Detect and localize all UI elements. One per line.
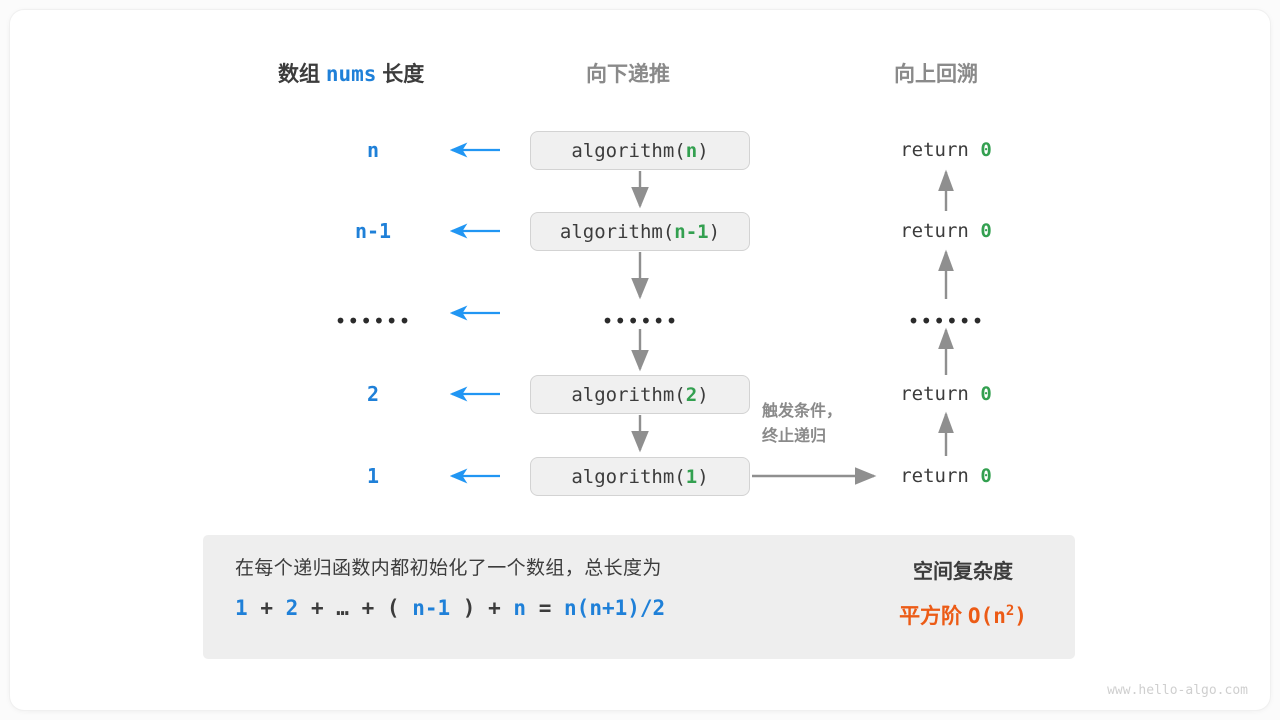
- summary-text-block: 在每个递归函数内都初始化了一个数组，总长度为 1 + 2 + … + ( n-1…: [235, 553, 815, 620]
- summary-complexity-notation: O(n2): [967, 603, 1027, 628]
- formula-token-2: 2: [285, 596, 299, 620]
- algorithm-box-row4-prefix: algorithm(: [571, 383, 686, 406]
- algorithm-box-row4-arg: 2: [685, 383, 698, 406]
- complexity-exponent: 2: [1005, 603, 1015, 619]
- summary-right-block: 空间复杂度 平方阶 O(n2): [863, 555, 1063, 630]
- return-label-row2-value: 0: [980, 220, 992, 242]
- algorithm-box-row4-suffix: ): [697, 383, 709, 406]
- return-label-row1-text: return: [900, 139, 969, 161]
- return-label-row1-value: 0: [980, 139, 992, 161]
- formula-token-11: =: [538, 596, 552, 620]
- algorithm-box-row2-arg: n-1: [674, 220, 709, 243]
- trigger-note-line2: 终止递归: [762, 427, 827, 445]
- header-left-mono: nums: [325, 62, 377, 86]
- return-label-row4-value: 0: [980, 383, 992, 405]
- algorithm-box-row5: algorithm(1): [530, 457, 750, 496]
- watermark: www.hello-algo.com: [1107, 683, 1248, 698]
- trigger-note: 触发条件， 终止递归: [762, 400, 842, 450]
- algorithm-box-row2-prefix: algorithm(: [559, 220, 675, 243]
- summary-panel: 在每个递归函数内都初始化了一个数组，总长度为 1 + 2 + … + ( n-1…: [203, 535, 1075, 659]
- trigger-note-line1: 触发条件，: [762, 403, 843, 420]
- formula-token-1: +: [260, 596, 273, 620]
- return-label-row5-text: return: [900, 465, 969, 487]
- header-left-prefix: 数组: [278, 63, 320, 86]
- length-label-row4: 2: [366, 382, 380, 406]
- return-label-row1: return 0: [900, 139, 992, 161]
- algorithm-box-row5-suffix: ): [697, 465, 709, 488]
- formula-token-8: ): [462, 596, 476, 620]
- length-label-row5: 1: [366, 464, 380, 488]
- formula-token-4: …: [336, 596, 349, 620]
- formula-token-9: +: [488, 596, 501, 620]
- header-right: 向上回溯: [894, 63, 978, 86]
- formula-token-5: +: [361, 596, 375, 620]
- return-label-row5: return 0: [900, 465, 992, 487]
- formula-token-12: n(n+1)/2: [564, 596, 666, 620]
- algorithm-box-row5-arg: 1: [685, 465, 698, 488]
- algorithm-box-row1-arg: n: [685, 139, 698, 162]
- summary-complexity-value: 平方阶 O(n2): [863, 600, 1063, 630]
- formula-token-7: n-1: [412, 596, 451, 620]
- algorithm-box-row2-suffix: ): [708, 220, 721, 243]
- header-left: 数组 nums 长度: [278, 58, 424, 88]
- length-label-row1: n: [366, 138, 380, 162]
- return-label-row5-value: 0: [980, 465, 992, 487]
- complexity-close: ): [1014, 604, 1027, 628]
- formula-token-3: +: [310, 596, 324, 620]
- return-label-row2: return 0: [900, 220, 992, 242]
- ellipsis-left: ••••••: [334, 309, 412, 333]
- algorithm-box-row1: algorithm(n): [530, 131, 750, 170]
- header-left-suffix: 长度: [382, 63, 425, 86]
- algorithm-box-row2: algorithm(n-1): [530, 212, 750, 251]
- ellipsis-middle: ••••••: [601, 309, 679, 333]
- algorithm-box-row1-prefix: algorithm(: [571, 139, 686, 162]
- return-label-row4-text: return: [900, 383, 969, 405]
- summary-complexity-title: 空间复杂度: [913, 561, 1013, 583]
- summary-formula: 1 + 2 + … + ( n-1 ) + n = n(n+1)/2: [235, 596, 815, 620]
- summary-description: 在每个递归函数内都初始化了一个数组，总长度为: [235, 558, 662, 579]
- complexity-base: O(n: [967, 604, 1006, 628]
- header-middle: 向下递推: [586, 63, 670, 86]
- algorithm-box-row4: algorithm(2): [530, 375, 750, 414]
- summary-complexity-label: 平方阶: [899, 605, 963, 628]
- formula-token-10: n: [513, 596, 527, 620]
- formula-token-0: 1: [235, 596, 248, 620]
- ellipsis-right: ••••••: [907, 309, 985, 333]
- return-label-row4: return 0: [900, 383, 992, 405]
- length-label-row2: n-1: [354, 219, 392, 243]
- algorithm-box-row5-prefix: algorithm(: [571, 465, 686, 488]
- algorithm-box-row1-suffix: ): [697, 139, 709, 162]
- formula-token-6: (: [386, 596, 400, 620]
- return-label-row2-text: return: [900, 220, 969, 242]
